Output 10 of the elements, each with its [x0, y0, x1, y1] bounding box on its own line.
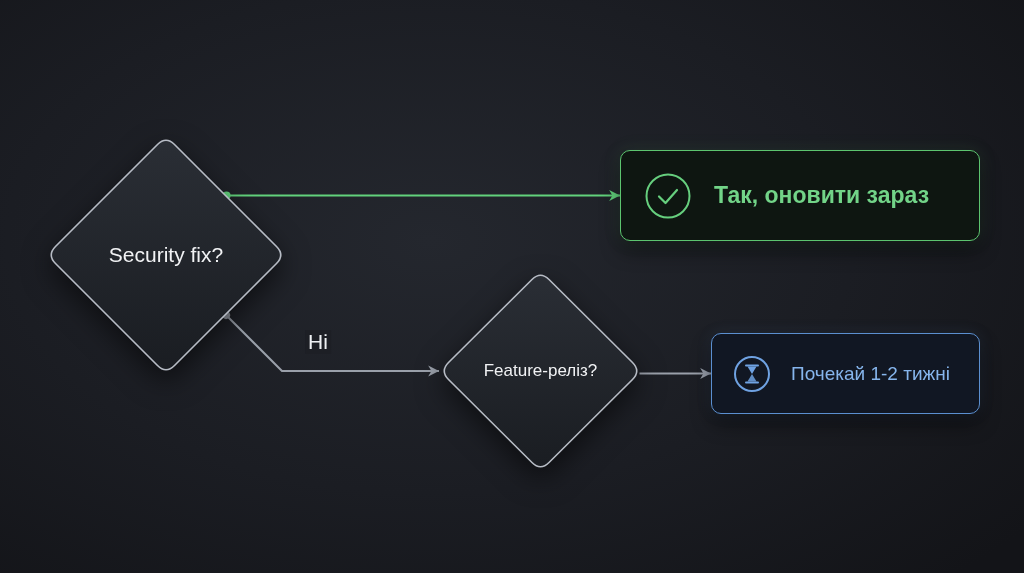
question-text: Feature-реліз? [483, 361, 598, 381]
outcome-card [620, 150, 980, 241]
outcome-text: Почекай 1-2 тижні [791, 362, 950, 385]
connector-arrow [222, 190, 621, 201]
outcome-card [711, 333, 980, 414]
edge-label: Ні [305, 330, 331, 354]
connector-arrow [221, 310, 440, 377]
question-text: Security fix? [108, 243, 224, 267]
connector-arrow [638, 368, 712, 379]
outcome-text: Так, оновити зараз [714, 182, 930, 209]
